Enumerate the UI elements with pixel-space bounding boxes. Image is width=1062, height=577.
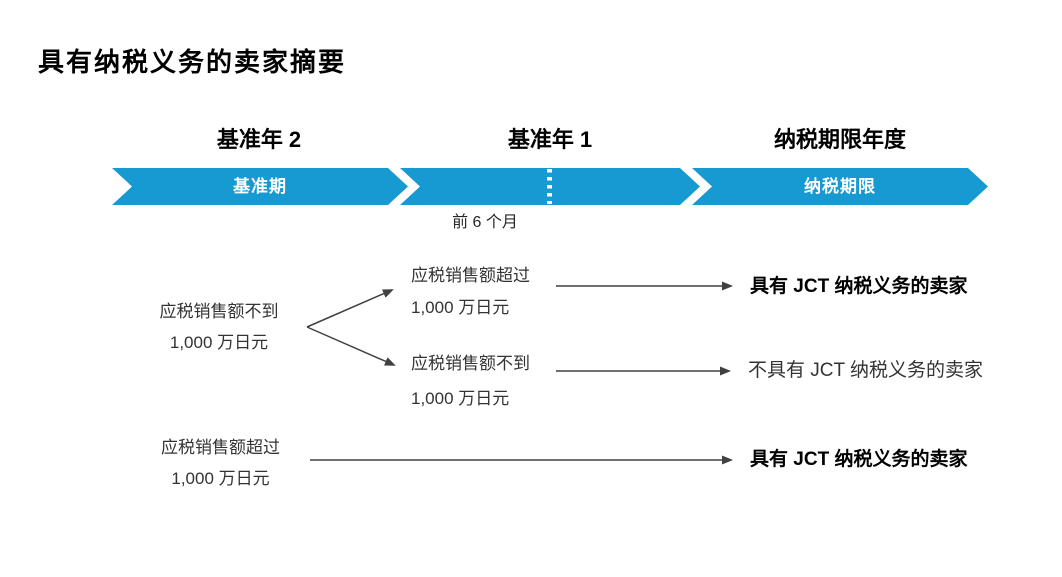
page-title: 具有纳税义务的卖家摘要 [38,47,347,77]
node-line-2: 1,000 万日元 [411,389,510,408]
outcome-not-liable-seller: 不具有 JCT 纳税义务的卖家 [748,360,984,381]
first-half-note: 前 6 个月 [452,214,518,231]
node-line-1: 应税销售额超过 [411,266,530,285]
band-label-tax-period: 纳税期限 [804,177,876,196]
node-line-1: 应税销售额不到 [411,354,530,373]
arrow-branch-up [306,289,394,328]
node-case1-branch-over-10m: 应税销售额超过 1,000 万日元 [411,260,561,324]
node-line-1: 应税销售额不到 [159,302,279,321]
arrow-branch-down [306,326,396,366]
chevron-base-year-1 [400,168,700,205]
column-header-base-year-2: 基准年 2 [216,127,302,152]
node-line-2: 1,000 万日元 [171,469,270,488]
outcome-liable-seller-2: 具有 JCT 纳税义务的卖家 [750,449,968,470]
node-case1-base2-under-10m: 应税销售额不到 1,000 万日元 [128,296,310,358]
outcome-liable-seller-1: 具有 JCT 纳税义务的卖家 [750,276,968,297]
node-case2-base2-over-10m: 应税销售额超过 1,000 万日元 [148,432,293,494]
node-case1-branch-under-10m: 应税销售额不到 1,000 万日元 [411,346,561,416]
column-header-base-year-1: 基准年 1 [507,127,593,152]
node-line-1: 应税销售额超过 [161,438,280,457]
node-line-2: 1,000 万日元 [411,298,510,317]
node-line-2: 1,000 万日元 [169,333,269,352]
column-header-tax-period-year: 纳税期限年度 [773,127,906,152]
band-label-base-period: 基准期 [233,177,287,196]
